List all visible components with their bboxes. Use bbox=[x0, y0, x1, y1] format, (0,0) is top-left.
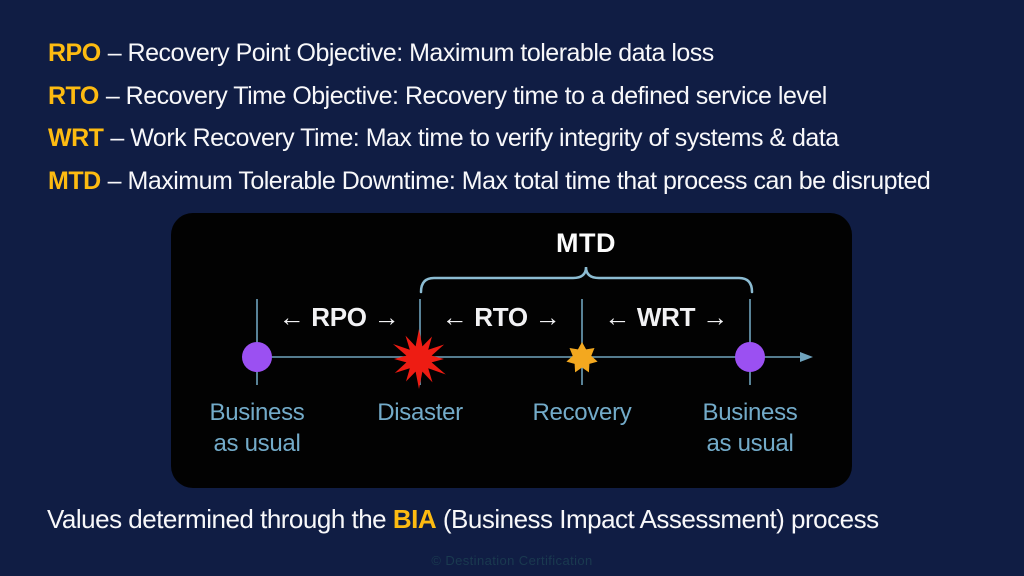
mtd-bracket-label: MTD bbox=[556, 228, 616, 258]
footer-text-suffix: (Business Impact Assessment) process bbox=[436, 504, 879, 534]
watermark: © Destination Certification bbox=[431, 553, 593, 568]
interval-label-wrt: ← WRT → bbox=[604, 302, 728, 332]
business-start-marker-icon bbox=[242, 342, 272, 372]
definition-line-rto: RTO– Recovery Time Objective: Recovery t… bbox=[48, 75, 930, 118]
timeline-diagram: MTD ← RPO → ← RTO → ← WRT → Business as … bbox=[171, 213, 852, 488]
definition-acronym-rto: RTO bbox=[48, 81, 99, 110]
definitions-list: RPO– Recovery Point Objective: Maximum t… bbox=[48, 32, 931, 203]
footer-text-prefix: Values determined through the bbox=[47, 504, 393, 534]
mtd-brace-icon bbox=[419, 266, 754, 294]
milestone-label-disaster: Disaster bbox=[377, 399, 463, 426]
definition-acronym-rpo: RPO bbox=[48, 39, 101, 67]
footer-statement: Values determined through the BIA (Busin… bbox=[47, 504, 879, 535]
timeline-graphic bbox=[242, 266, 813, 389]
definition-line-rpo: RPO– Recovery Point Objective: Maximum t… bbox=[48, 32, 930, 75]
definition-line-wrt: WRT– Work Recovery Time: Max time to ver… bbox=[48, 117, 930, 160]
definition-text-mtd: – Maximum Tolerable Downtime: Max total … bbox=[107, 166, 931, 195]
definition-line-mtd: MTD– Maximum Tolerable Downtime: Max tot… bbox=[48, 160, 931, 203]
milestone-label-business-start: Business as usual bbox=[209, 399, 305, 457]
milestone-label-business-end: Business as usual bbox=[702, 399, 798, 457]
definition-text-rto: – Recovery Time Objective: Recovery time… bbox=[105, 81, 827, 110]
interval-label-rpo: ← RPO → bbox=[278, 302, 400, 332]
interval-label-rto: ← RTO → bbox=[441, 302, 561, 332]
recovery-star-icon bbox=[566, 342, 598, 373]
definition-acronym-wrt: WRT bbox=[48, 124, 104, 152]
business-end-marker-icon bbox=[735, 342, 765, 372]
milestone-label-recovery: Recovery bbox=[532, 399, 632, 426]
definition-text-wrt: – Work Recovery Time: Max time to verify… bbox=[110, 124, 839, 152]
definition-text-rpo: – Recovery Point Objective: Maximum tole… bbox=[107, 39, 715, 67]
definition-acronym-mtd: MTD bbox=[48, 166, 101, 195]
timeline-arrowhead-icon bbox=[800, 352, 813, 362]
footer-bia-highlight: BIA bbox=[392, 504, 437, 534]
disaster-burst-icon bbox=[393, 329, 446, 389]
